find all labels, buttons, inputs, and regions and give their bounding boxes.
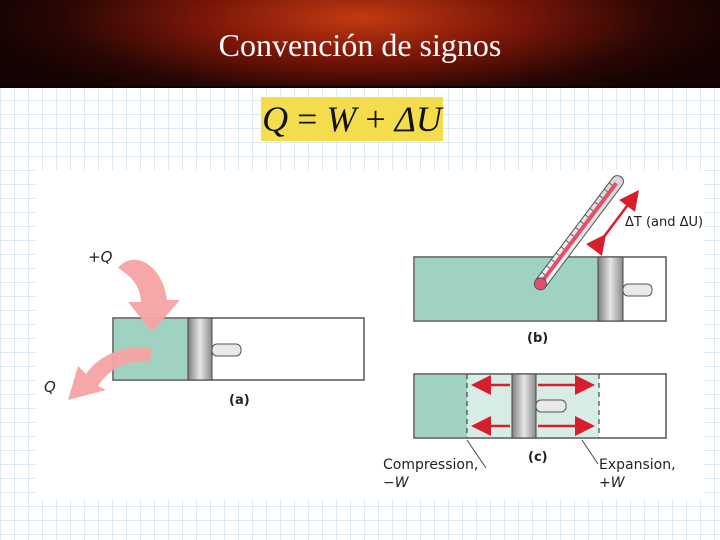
heat-out-arrow bbox=[68, 347, 152, 400]
compression-label: Compression, bbox=[383, 457, 478, 473]
compression-leader bbox=[466, 439, 487, 469]
piston-b bbox=[597, 256, 624, 322]
piston-a bbox=[187, 317, 213, 381]
expansion-sign: +W bbox=[599, 475, 626, 491]
piston-c bbox=[511, 373, 537, 439]
title-bar: Convención de signos bbox=[0, 0, 720, 88]
eq-delta-u: ΔU bbox=[394, 99, 442, 139]
panel-c-label: (c) bbox=[528, 450, 548, 465]
heat-out-label: Q bbox=[44, 378, 56, 396]
compression-sign: −W bbox=[383, 475, 410, 491]
heat-in-arrow bbox=[118, 259, 180, 332]
eq-w: W bbox=[326, 99, 357, 139]
panel-a: +Q Q (a) bbox=[44, 248, 365, 408]
delta-t-label: ΔT (and ΔU) bbox=[625, 215, 703, 230]
panel-c: (c) Compression, −W Expansion, +W bbox=[383, 373, 676, 491]
delta-t-arrow bbox=[586, 190, 639, 256]
expansion-label: Expansion, bbox=[599, 457, 676, 473]
eq-plus: + bbox=[365, 99, 386, 139]
panel-b-label: (b) bbox=[527, 331, 548, 346]
eq-q: Q bbox=[262, 99, 289, 139]
slide-title: Convención de signos bbox=[218, 27, 502, 63]
first-law-equation: Q = W + ΔU bbox=[261, 98, 443, 140]
eq-equals: = bbox=[297, 99, 318, 139]
piston-rod-a bbox=[211, 343, 242, 357]
panel-a-label: (a) bbox=[229, 393, 250, 408]
piston-rod-b bbox=[622, 283, 653, 297]
piston-rod-c bbox=[535, 399, 567, 413]
gas-c bbox=[415, 375, 467, 437]
equation-box: Q = W + ΔU bbox=[261, 97, 443, 141]
expansion-leader bbox=[581, 439, 599, 465]
gas-b bbox=[415, 258, 598, 320]
panel-b: ΔT (and ΔU) (b) bbox=[413, 175, 703, 346]
heat-in-label: +Q bbox=[88, 248, 113, 266]
